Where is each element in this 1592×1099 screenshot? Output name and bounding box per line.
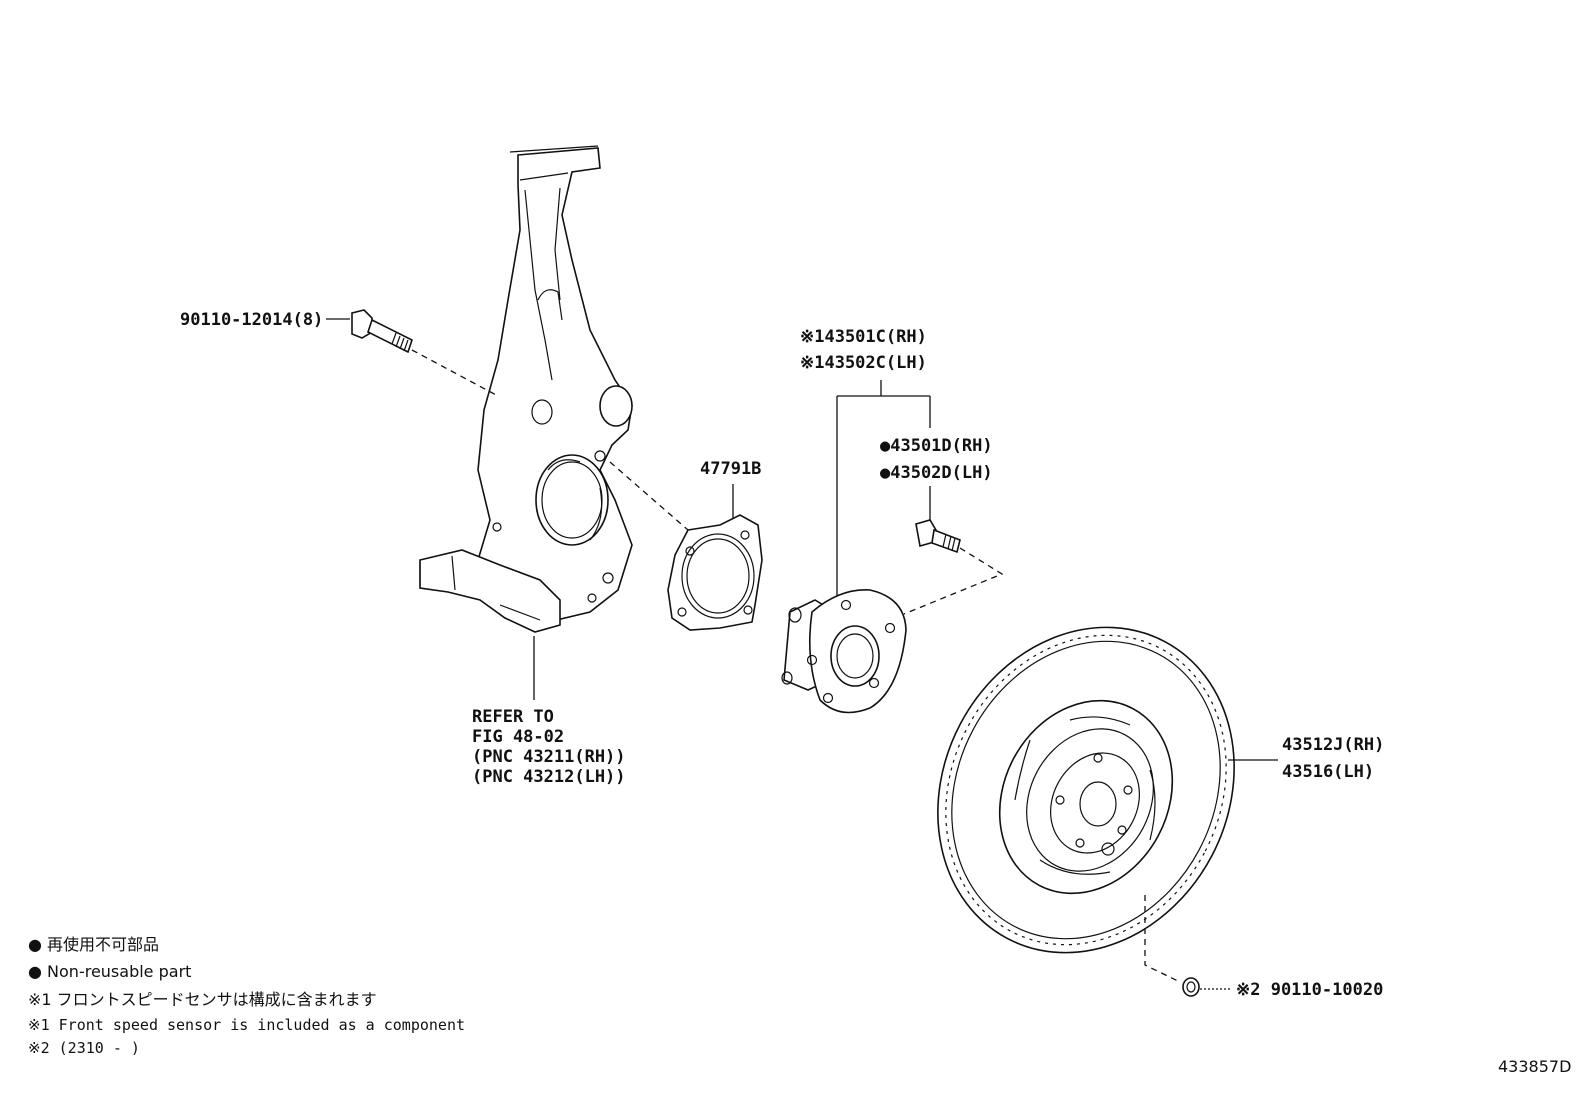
figure-id: 433857D xyxy=(1498,1057,1571,1076)
hub-bearing-drawing xyxy=(781,589,907,714)
rotor-screw-drawing xyxy=(1182,977,1200,997)
legend-note2: ※2 (2310 - ) xyxy=(28,1039,140,1057)
label-rotor-rh: 43512J(RH) xyxy=(1282,735,1384,755)
steering-knuckle-drawing xyxy=(419,145,633,633)
legend-nonreusable-jp: ● 再使用不可部品 xyxy=(28,935,159,954)
label-knuckle-ref-line2: FIG 48-02 xyxy=(472,727,564,747)
legend-note1-en: ※1 Front speed sensor is included as a c… xyxy=(28,1016,465,1034)
label-knuckle-bolt: 90110-12014(8) xyxy=(180,310,323,330)
legend-note1-jp: ※1 フロントスピードセンサは構成に含まれます xyxy=(28,990,377,1009)
hub-bolt-drawing xyxy=(915,519,961,554)
label-knuckle-ref-line3: (PNC 43211(RH)) xyxy=(472,747,626,767)
label-knuckle-ref-line1: REFER TO xyxy=(472,707,554,727)
label-hub-rh: ※143501C(RH) xyxy=(800,327,927,347)
label-hub-bolt-rh: ●43501D(RH) xyxy=(880,436,993,456)
legend-nonreusable-en: ● Non-reusable part xyxy=(28,962,191,981)
label-rotor-screw: ※2 90110-10020 xyxy=(1236,980,1383,1000)
label-hub-bolt-lh: ●43502D(LH) xyxy=(880,463,993,483)
label-rotor-lh: 43516(LH) xyxy=(1282,762,1374,782)
knuckle-bolt-drawing xyxy=(351,309,413,354)
label-dust-cover: 47791B xyxy=(700,459,761,479)
label-hub-lh: ※143502C(LH) xyxy=(800,353,927,373)
brake-rotor-drawing xyxy=(937,626,1235,954)
label-knuckle-ref-line4: (PNC 43212(LH)) xyxy=(472,767,626,787)
dust-cover-drawing xyxy=(667,514,763,631)
